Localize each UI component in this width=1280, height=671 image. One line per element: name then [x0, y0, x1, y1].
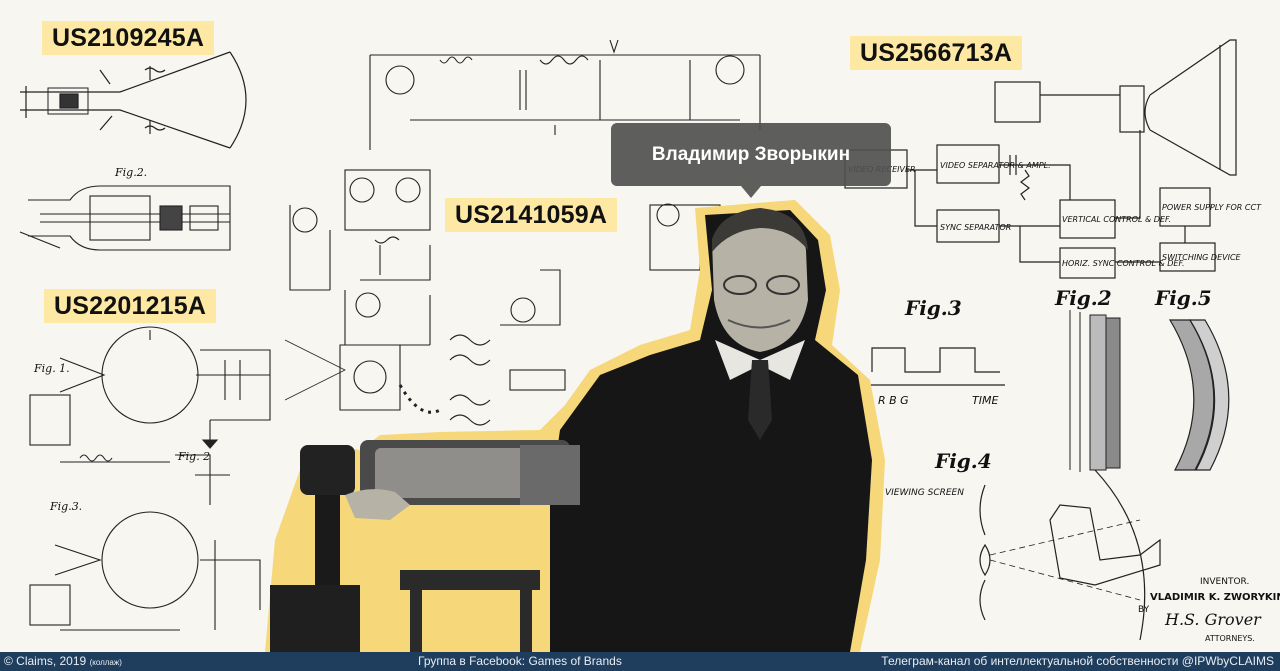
video-separator-block: VIDEO SEPARATOR & AMPL. — [940, 161, 1051, 170]
electron-gun-drawing — [19, 185, 231, 251]
horiz-control-block: HORIZ. SYNC CONTROL & DEF. — [1062, 259, 1185, 268]
patent-label-us2141059a: US2141059A — [445, 198, 618, 232]
patent-label-us2201215a: US2201215A — [44, 289, 217, 323]
fig5-right-label: Fig.5 — [1154, 286, 1212, 310]
footer-facebook-link[interactable]: Группа в Facebook: Games of Brands — [418, 654, 622, 668]
footer-copyright: © Claims, 2019 (коллаж) — [4, 652, 122, 671]
patent-collage: Fig.2. Fig. 1. Fig. 2 Fig.3. Fig.3 Fig.2… — [19, 39, 1280, 652]
vertical-control-block: VERTICAL CONTROL & DEF. — [1062, 215, 1171, 224]
inventor-name: VLADIMIR K. ZWORYKIN — [1150, 592, 1280, 603]
crt-tube-drawing — [20, 51, 247, 149]
time-label: TIME — [972, 394, 998, 407]
fig4-right-label: Fig.4 — [934, 449, 992, 473]
switching-device-block: SWITCHING DEVICE — [1162, 253, 1242, 262]
fig2-right-label: Fig.2 — [1054, 286, 1112, 310]
footer-collage-note: (коллаж) — [89, 658, 122, 667]
zworykin-photo — [265, 200, 885, 652]
patent-label-us2566713a: US2566713A — [850, 36, 1023, 70]
power-supply-block: POWER SUPPLY FOR CCT — [1162, 203, 1262, 212]
fig3-right-label: Fig.3 — [904, 296, 962, 320]
fig3-left-label: Fig.3. — [49, 500, 82, 513]
sync-separator-block: SYNC SEPARATOR — [940, 223, 1011, 232]
rbg-label: R B G — [878, 394, 909, 407]
inventor-by: BY — [1138, 605, 1150, 615]
inventor-heading: INVENTOR. — [1200, 577, 1249, 587]
fig2-midleft-label: Fig. 2 — [177, 450, 210, 463]
camera-tube-drawing — [29, 326, 271, 505]
patent-label-us2109245a: US2109245A — [42, 21, 215, 55]
viewing-screen-label: VIEWING SCREEN — [885, 488, 964, 498]
footer-copyright-text: © Claims, 2019 — [4, 654, 87, 668]
name-tooltip: Владимир Зворыкин — [611, 123, 891, 186]
tooltip-arrow — [741, 186, 761, 198]
footer-bar: © Claims, 2019 (коллаж) Группа в Faceboo… — [0, 652, 1280, 671]
attorneys-label: ATTORNEYS. — [1205, 634, 1255, 643]
color-tv-block-diagram — [844, 39, 1237, 641]
fig2-left-label: Fig.2. — [114, 166, 147, 179]
camera-tube-fig3-drawing — [29, 511, 261, 631]
tooltip-text: Владимир Зворыкин — [651, 143, 851, 165]
amplifier-circuit-drawing — [284, 39, 761, 426]
fig1-left-label: Fig. 1. — [33, 362, 70, 375]
footer-telegram-link[interactable]: Телеграм-канал об интеллектуальной собст… — [881, 654, 1274, 668]
attorney-signature: H.S. Grover — [1164, 610, 1262, 629]
